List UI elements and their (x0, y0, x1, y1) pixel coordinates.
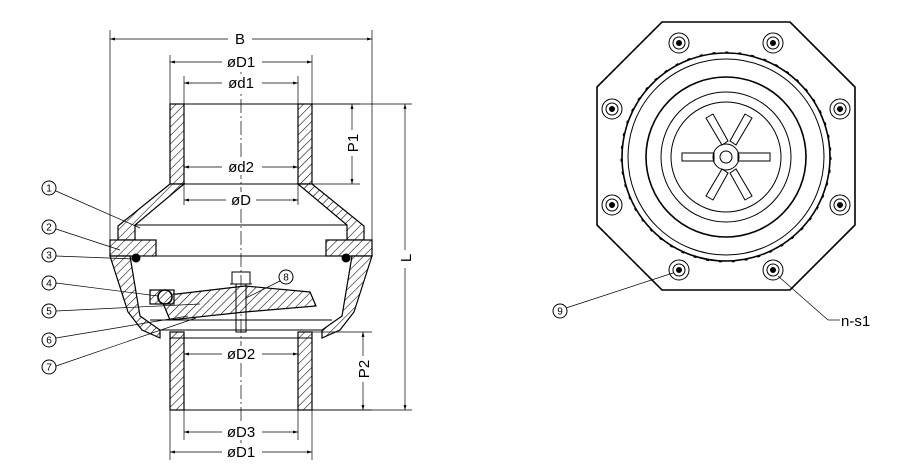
svg-text:3: 3 (46, 251, 52, 262)
bolt-icon (668, 259, 690, 281)
end-view: 9 n-s1 (552, 21, 870, 330)
bolt-icon (668, 32, 690, 54)
dim-D2: øD2 (227, 346, 255, 363)
hinge-pin (157, 289, 173, 305)
disc-assembly (149, 271, 317, 333)
bolt-icon (829, 194, 851, 216)
dim-L: L (398, 254, 415, 262)
dim-P1: P1 (345, 134, 362, 152)
dim-D3: øD3 (227, 424, 255, 441)
octagon-flange (596, 21, 856, 291)
bolt-icon (601, 194, 623, 216)
balloon-3: 3 (41, 247, 135, 263)
svg-text:7: 7 (46, 363, 52, 374)
svg-text:6: 6 (46, 336, 52, 347)
svg-text:8: 8 (283, 273, 289, 284)
dim-P2: P2 (356, 360, 373, 378)
dim-d1: ød1 (228, 75, 254, 92)
balloon-8: 8 (245, 269, 294, 299)
bolt-icon (762, 259, 784, 281)
svg-text:9: 9 (557, 307, 563, 318)
o-ring-right (341, 253, 351, 263)
bolt-callout: n-s1 (777, 275, 870, 330)
bolt-circle (620, 51, 832, 263)
bottom-socket (169, 331, 313, 411)
balloon-7: 7 (41, 317, 197, 375)
body-inner-circle (645, 76, 807, 238)
lower-body (109, 255, 373, 339)
balloon-6: 6 (41, 315, 189, 348)
dim-D1-bottom: øD1 (227, 444, 255, 461)
dimensions: B øD1 ød1 ød2 øD (109, 30, 415, 461)
dim-B: B (235, 31, 245, 48)
dim-D1-top: øD1 (227, 54, 255, 71)
bolt-icon (601, 98, 623, 120)
svg-text:1: 1 (46, 184, 52, 195)
svg-text:4: 4 (46, 279, 52, 290)
dim-D: øD (231, 192, 251, 209)
balloon-9: 9 (552, 272, 674, 319)
spider-spokes (681, 113, 771, 201)
bolt-label: n-s1 (841, 313, 870, 330)
balloon-4: 4 (41, 275, 159, 297)
balloon-1: 1 (41, 180, 141, 229)
top-socket (169, 103, 313, 185)
dim-d2: ød2 (228, 159, 254, 176)
bolts (601, 32, 851, 281)
balloon-5: 5 (41, 303, 201, 319)
svg-text:5: 5 (46, 307, 52, 318)
bolt-icon (829, 98, 851, 120)
body-outer-circle (621, 52, 831, 262)
bolt-icon (762, 32, 784, 54)
section-view: B øD1 ød1 ød2 øD (41, 30, 415, 461)
part-balloons: 1 2 3 4 5 (41, 180, 294, 375)
o-ring-left (131, 253, 141, 263)
flanges (109, 239, 373, 263)
balloon-2: 2 (41, 219, 121, 251)
svg-text:2: 2 (46, 223, 52, 234)
